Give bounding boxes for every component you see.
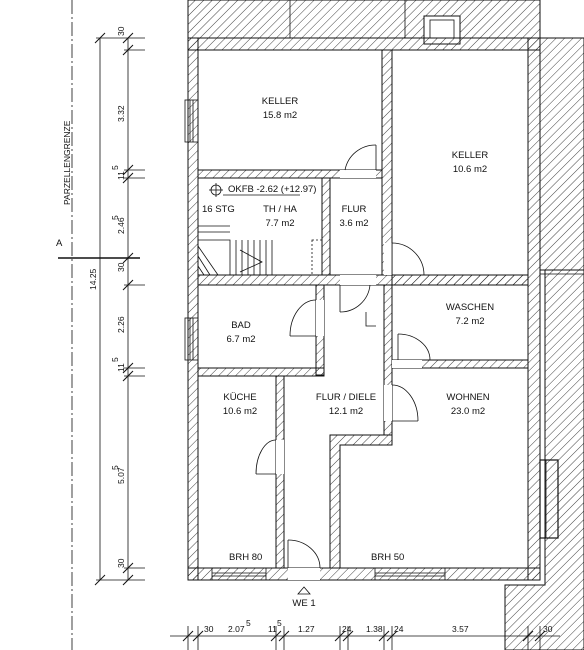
section-label-a: A [56,238,63,249]
dim-v-5: 30 [116,262,126,272]
room-waschen-area: 7.2 m2 [455,316,484,327]
dim-h-7: 24 [394,624,404,634]
room-bad-name: BAD [231,320,251,331]
dim-h-6: 1.38 [366,624,383,634]
room-th-ha-area: 7.7 m2 [265,218,294,229]
okfb-level-label: OKFB -2.62 (+12.97) [228,184,316,195]
room-flur-diele-area: 12.1 m2 [329,406,363,417]
dim-v-7-sup: 5 [110,357,120,362]
dim-h-2-sup: 5 [246,618,251,628]
dim-v-6: 2.26 [116,316,126,333]
vertical-dimension-chain: 30 3.32 11 5 2.46 5 30 2.26 11 5 5.07 5 … [88,26,145,586]
room-keller-left-name: KELLER [262,96,299,107]
windows [184,99,559,581]
stair [197,183,323,276]
brh-left-label: BRH 80 [229,552,262,563]
dim-v-7: 11 [116,363,126,372]
dim-v-8-sup: 5 [110,465,120,470]
top-neighbor-wall [187,0,541,39]
room-flur-area: 3.6 m2 [339,218,368,229]
dim-v-1: 30 [116,26,126,36]
room-kueche-name: KÜCHE [223,392,256,403]
outer-walls [187,37,541,581]
brh-right-label: BRH 50 [371,552,404,563]
room-keller-left-area: 15.8 m2 [263,110,297,121]
dim-h-1: 30 [204,624,214,634]
dim-h-9: 30 [543,624,553,634]
room-keller-right-name: KELLER [452,150,489,161]
dim-v-8: 5.07 [116,467,126,484]
dim-h-3-sup: 5 [277,618,282,628]
entrance-label: WE 1 [292,598,315,609]
dim-v-2: 3.32 [116,105,126,122]
room-keller-right-area: 10.6 m2 [453,164,487,175]
dim-h-4: 1.27 [298,624,315,634]
dim-v-9: 30 [116,558,126,568]
dim-v-4-sup: 5 [110,215,120,220]
dim-v-total: 14.25 [88,268,98,290]
dim-h-3: 11 [268,624,277,634]
room-bad-area: 6.7 m2 [226,334,255,345]
stair-count-label: 16 STG [202,204,235,215]
dim-h-5: 24 [342,624,352,634]
room-labels: KELLER 15.8 m2 KELLER 10.6 m2 TH / HA 7.… [223,96,494,417]
dim-v-3: 11 [116,171,126,180]
right-neighbor-hatch [539,37,584,271]
dim-h-2: 2.07 [228,624,245,634]
horizontal-dimension-chain: 30 2.07 5 11 5 1.27 24 1.38 24 3.57 30 [170,618,560,650]
room-wohnen-name: WOHNEN [446,392,489,403]
room-waschen-name: WASCHEN [446,302,494,313]
room-th-ha-name: TH / HA [263,204,297,215]
dim-v-3-sup: 5 [110,165,120,170]
parcel-boundary-label: PARZELLENGRENZE [62,120,72,205]
doors [255,144,431,569]
dim-h-8: 3.57 [452,624,469,634]
room-wohnen-area: 23.0 m2 [451,406,485,417]
room-flur-diele-name: FLUR / DIELE [316,392,376,403]
room-kueche-area: 10.6 m2 [223,406,257,417]
room-flur-name: FLUR [342,204,367,215]
dim-v-4: 2.46 [116,217,126,234]
right-neighbor-hatch-lower [504,269,584,650]
entrance-arrow-icon [297,586,311,595]
